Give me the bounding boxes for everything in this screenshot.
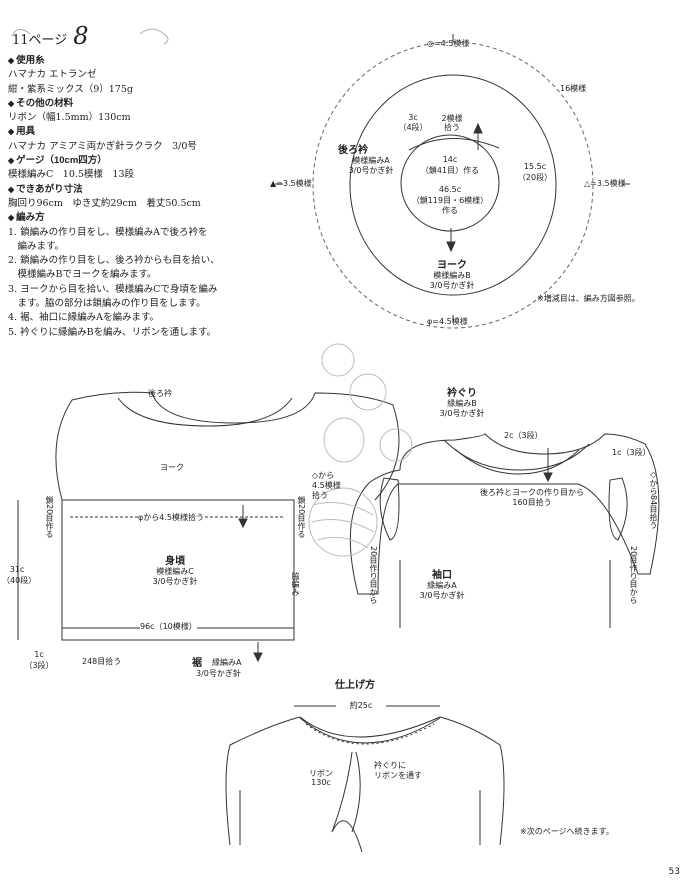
materials-heading: 用具 [8, 125, 308, 139]
c3-label: 3c [408, 113, 418, 122]
materials-heading: その他の材料 [8, 97, 308, 111]
cuff-stitch: 縁編みA [427, 581, 457, 590]
finish-width: 約25c [336, 700, 386, 711]
c14-label: 14c [442, 155, 458, 164]
c465-make: 作る [442, 206, 458, 215]
pickup-label: 2模様 [441, 114, 463, 123]
c155-rows: （20段） [517, 173, 553, 182]
yoke-right-label: △=3.5模様 [584, 179, 626, 188]
body-yoke-label: ヨーク [160, 463, 184, 472]
materials-heading: ゲージ（10cm四方） [8, 154, 308, 168]
continue-note: ※次のページへ続きます。 [520, 827, 614, 836]
page-header: 11ページ 8 [12, 22, 89, 50]
pattern-number: 8 [73, 22, 89, 50]
yoke-outer-ring [349, 74, 557, 296]
cuff-hook: 3/0号かぎ針 [419, 591, 465, 600]
rib-rows: （3段） [24, 661, 54, 670]
cuff-title: 袖口 [432, 570, 452, 581]
body-collar-label: 後ろ衿 [148, 389, 172, 398]
materials-line: 5. 衿ぐりに縁編みBを編み、リボンを通します。 [8, 326, 217, 338]
neck-hook: 3/0号かぎ針 [439, 409, 485, 418]
neck-pick-a: 後ろ衿とヨークの作り目から [480, 488, 584, 497]
neck-right-mid: 20目作り目から [629, 546, 638, 605]
materials-line: 4. 裾、袖口に縁編みAを編みます。 [8, 312, 159, 324]
neck-pick-b: 160目拾う [512, 498, 552, 507]
neck-left-b: 4.5模様 [312, 481, 341, 490]
materials-line: 2. 鎖編みの作り目をし、後ろ衿からも目を拾い、 [8, 255, 220, 267]
materials-line: 模様編みC 10.5模様 13段 [8, 169, 135, 181]
materials-heading: できあがり寸法 [8, 183, 308, 197]
materials-line: 編みます。 [8, 240, 65, 252]
body-height: 31c [9, 565, 25, 574]
materials-line: 3. ヨークから目を拾い、模様編みCで身頃を編み [8, 283, 218, 295]
body-pick-label: φから4.5模様拾う [138, 512, 204, 523]
materials-line: 紺・紫系ミックス（9）175g [8, 83, 133, 95]
neck-left-a: ◇から [312, 471, 335, 480]
body-title: 身頃 [165, 556, 185, 567]
thread-b: リボンを通す [374, 771, 422, 780]
body-stitch: 模様編みC [156, 567, 194, 576]
neck-c1: 1c（3段） [612, 448, 651, 457]
materials-line: 1. 鎖編みの作り目をし、模様編みAで後ろ衿を [8, 226, 208, 238]
body-height-rows: （40段） [2, 576, 37, 585]
yoke-title: ヨーク [437, 260, 467, 271]
hem-width: 96c（10模様） [140, 621, 197, 632]
c3-rows: （4段） [398, 123, 428, 132]
hem-hook: 3/0号かぎ針 [196, 669, 241, 678]
collar-stitch: 模様編みA [352, 156, 390, 165]
yoke-inner-ring [400, 134, 500, 232]
collar-title: 後ろ衿 [338, 145, 368, 156]
materials-line: リボン（幅1.5mm）130cm [8, 112, 131, 124]
page-ref: 11ページ [12, 33, 68, 48]
materials-line: ハマナカ エトランゼ [8, 69, 97, 81]
yoke-bottom-label: φ=4.5模様 [427, 317, 468, 326]
yoke-top-label: ◎=4.5模様 [427, 39, 470, 48]
materials-line: ます。脇の部分は鎖編みの作り目をします。 [8, 298, 206, 310]
finish-title: 仕上げ方 [335, 680, 375, 691]
body-left-chain: 鎖20目作る [45, 496, 54, 539]
page-number: 53 [668, 867, 680, 877]
materials-heading: 編み方 [8, 211, 308, 225]
c465-label: 46.5c [438, 185, 462, 194]
materials-heading: 使用糸 [8, 54, 308, 68]
hem-stitch: 縁編みA [212, 658, 242, 667]
yoke-left-label: ▲=3.5模様 [270, 179, 312, 188]
pickup-label2: 拾う [444, 123, 460, 132]
body-side-label: 脇編み [291, 572, 300, 596]
yoke-hook: 3/0号かぎ針 [429, 281, 475, 290]
finish-outline [225, 716, 505, 846]
materials-line: 模様編みBでヨークを編みます。 [8, 269, 157, 281]
c155-label: 15.5c [523, 162, 547, 171]
cactus-watermark [308, 343, 413, 557]
materials-line: 胸回り96cm ゆき丈約29cm 着丈50.5cm [8, 197, 201, 209]
ribbon-label: リボン [309, 769, 333, 778]
neck-title: 衿ぐり [447, 388, 477, 399]
neck-left-c: 拾う [312, 491, 328, 500]
ribbon-length: 130c [311, 778, 331, 787]
yoke-right-top-label: 16模様 [560, 84, 587, 93]
yoke-note: ※増減目は、編み方図参照。 [537, 294, 640, 303]
yoke-stitch: 模様編みB [433, 271, 471, 280]
neck-left-mid: 20目作り目から [369, 546, 378, 605]
c465-chain: （鎖119目・6模様） [411, 196, 489, 205]
neck-c2: 2c（3段） [504, 431, 543, 440]
hem-title: 裾 [192, 658, 202, 669]
thread-a: 衿ぐりに [374, 761, 406, 770]
c14-chain: （鎖41目）作る [420, 166, 480, 175]
body-outline [55, 391, 400, 501]
neck-stitch: 縁編みB [447, 399, 477, 408]
body-right-chain: 鎖20目作る [297, 496, 306, 539]
collar-hook: 3/0号かぎ針 [348, 166, 394, 175]
neck-right-pick: ◇から84目拾う [649, 470, 658, 530]
neck-outline [349, 432, 660, 595]
hem-pick: 248目拾う [82, 657, 122, 666]
materials-line: ハマナカ アミアミ両かぎ針ラクラク 3/0号 [8, 140, 197, 152]
rib-height: 1c [34, 650, 44, 659]
body-hook: 3/0号かぎ針 [152, 577, 198, 586]
